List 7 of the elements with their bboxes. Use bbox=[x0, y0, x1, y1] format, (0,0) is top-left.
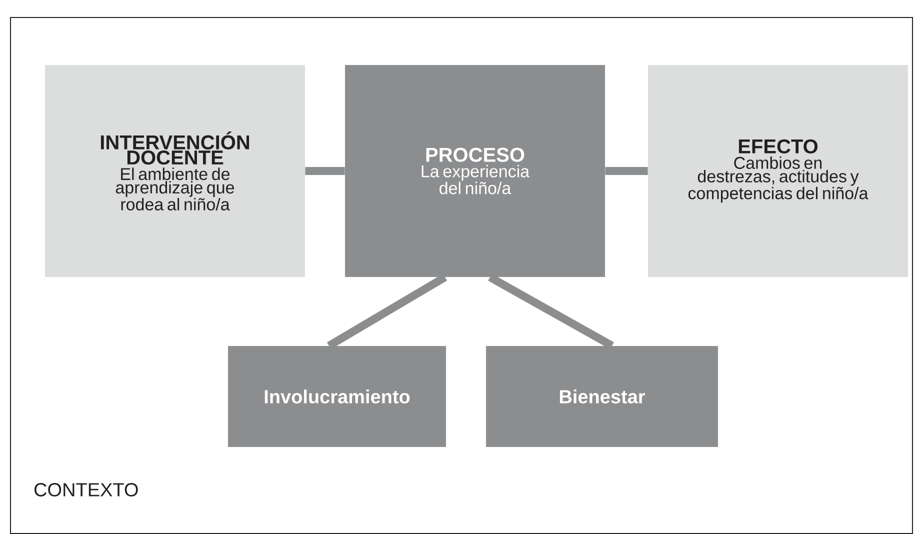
process-box: Involucramiento bbox=[228, 346, 446, 447]
process-box: Bienestar bbox=[486, 346, 718, 447]
connector-line bbox=[605, 166, 648, 175]
connector-line bbox=[305, 166, 345, 175]
process-box: EFECTO Cambios en destrezas, actitudes y competencias del niño/a bbox=[648, 65, 908, 277]
process-box: INTERVENCIÓN DOCENTE El ambiente de aprendizaje que rodea al niño/a bbox=[45, 65, 305, 277]
process-box: PROCESO La experiencia del niño/a bbox=[345, 65, 605, 277]
